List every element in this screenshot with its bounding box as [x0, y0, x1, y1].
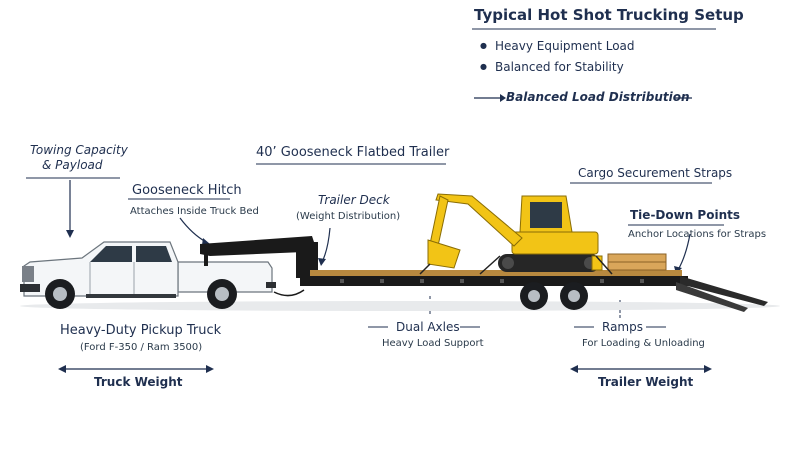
- pickup-truck-icon: [20, 241, 276, 309]
- lumber-crate-icon: [607, 253, 667, 271]
- trailer-weight-arrow-icon: [570, 365, 712, 373]
- trailer-name-label: 40’ Gooseneck Flatbed Trailer: [256, 145, 450, 160]
- towing-capacity-label: Towing Capacity: [30, 143, 128, 157]
- balanced-arrow-icon: [474, 94, 692, 102]
- ramps-label: Ramps: [602, 320, 643, 334]
- truck-weight-arrow-icon: [58, 365, 214, 373]
- trailer-deck-sub: (Weight Distribution): [296, 211, 401, 222]
- bullet-balanced-stability: Balanced for Stability: [480, 60, 624, 74]
- truck-weight-label: Truck Weight: [94, 375, 183, 389]
- excavator-icon: [427, 193, 603, 272]
- dual-axles-sub: Heavy Load Support: [382, 338, 484, 349]
- deck-arrow-icon: [321, 227, 331, 263]
- tie-down-label: Tie-Down Points: [630, 208, 741, 222]
- trailer-weight-label: Trailer Weight: [598, 375, 694, 389]
- bullet-heavy-equipment: Heavy Equipment Load: [480, 39, 635, 53]
- strap-icon: [419, 255, 613, 275]
- ramps-sub: For Loading & Unloading: [582, 338, 705, 349]
- balanced-distribution-label: Balanced Load Distribution: [506, 90, 690, 104]
- gooseneck-hitch-label: Gooseneck Hitch: [132, 183, 242, 198]
- page-title: Typical Hot Shot Trucking Setup: [474, 6, 744, 24]
- pickup-truck-label: Heavy-Duty Pickup Truck: [60, 323, 222, 338]
- cargo-straps-label: Cargo Securement Straps: [578, 166, 733, 180]
- pickup-truck-sub: (Ford F-350 / Ram 3500): [80, 342, 203, 353]
- hitch-arrow-icon: [179, 217, 207, 243]
- tie-down-sub: Anchor Locations for Straps: [628, 229, 767, 240]
- gooseneck-hitch-sub: Attaches Inside Truck Bed: [130, 206, 259, 217]
- dual-axles-label: Dual Axles: [396, 320, 460, 334]
- payload-label: & Payload: [42, 158, 103, 172]
- trailer-deck-label: Trailer Deck: [318, 193, 390, 207]
- gooseneck-trailer-icon: [200, 236, 768, 312]
